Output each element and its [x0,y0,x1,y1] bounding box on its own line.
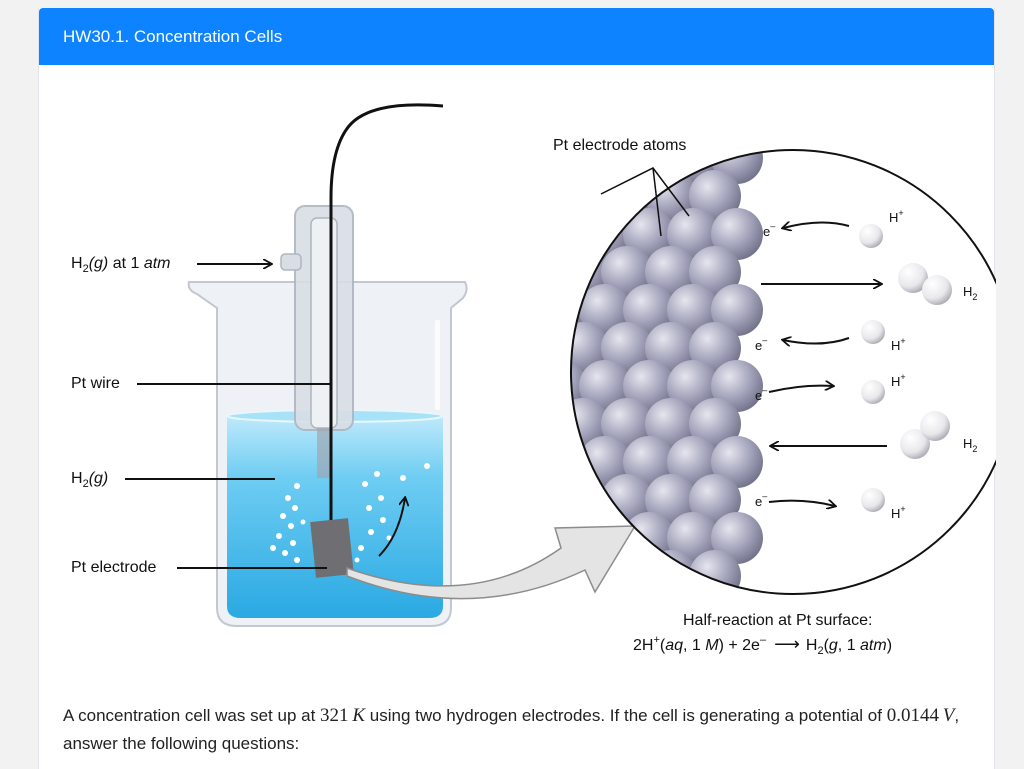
zoom-arrow [346,525,637,600]
svg-text:H2: H2 [963,284,977,302]
pt-atom [571,360,587,412]
pt-electrode-atoms-label: Pt electrode atoms [553,137,686,154]
potential-value: 0.0144 [886,705,939,726]
pt-atom [667,436,719,488]
pt-atom [601,322,653,374]
pt-atom [689,246,741,298]
h2-labels: H2 H2 [963,284,977,454]
svg-text:e–: e– [755,335,767,353]
h2g-label: H2(g) [71,470,108,490]
half-reaction-equation: 2H+(aq, 1 M) + 2e–⟶H2(g, 1 atm) [633,634,892,657]
pt-atom [689,550,741,594]
pt-electrode-label: Pt electrode [71,559,156,576]
pt-atom [579,360,631,412]
pt-atom [711,512,763,564]
pt-atom [689,322,741,374]
svg-text:e–: e– [755,385,767,403]
pt-atom [645,246,697,298]
question-title: HW30.1. Concentration Cells [63,27,283,46]
pt-atom [623,436,675,488]
pt-atom [689,170,741,222]
pt-atom [711,208,763,260]
pt-atom [667,284,719,336]
pt-electrode-plate [310,518,354,578]
pt-atom [667,360,719,412]
svg-text:H2: H2 [963,436,977,454]
pt-atom [623,208,675,260]
svg-text:H+: H+ [891,504,906,521]
pt-atom [579,284,631,336]
pt-atom [623,360,675,412]
pt-atom [667,208,719,260]
hydrogen-bubbles [270,463,430,563]
pt-atom [689,398,741,450]
pt-atom [645,398,697,450]
pt-atom [645,474,697,526]
pt-atom [571,208,587,260]
pt-atom [571,436,587,488]
half-reaction-title: Half-reaction at Pt surface: [683,612,872,629]
pt-atom [571,398,609,450]
temperature-value: 321 [320,705,349,726]
reaction-arrows [761,222,887,506]
pt-wire-label: Pt wire [71,375,120,392]
pt-atom [645,322,697,374]
pt-atom [623,284,675,336]
svg-text:e–: e– [763,221,775,239]
proton-ions [859,224,885,512]
pt-wire [329,103,444,528]
pt-atom [711,284,763,336]
proton-labels: H+ H+ H+ H+ [889,208,906,521]
h2-at-1atm-label: H2(g) at 1 atm [71,255,171,275]
potential-unit: V [942,705,955,726]
card-header: HW30.1. Concentration Cells [39,8,994,65]
question-text: A concentration cell was set up at 321 K… [63,705,960,753]
svg-text:e–: e– [755,491,767,509]
bubble-rise-arrow [378,498,405,557]
pt-atom [601,246,653,298]
pt-atom [601,398,653,450]
svg-text:H+: H+ [889,208,904,225]
concentration-cell-figure: H2(g) at 1 atm Pt wire H2(g) Pt electrod… [71,103,996,657]
h2-molecules [898,263,952,459]
question-card: HW30.1. Concentration Cells [38,8,996,769]
pt-atom [689,474,741,526]
pt-atom [571,322,609,374]
pt-atom [711,436,763,488]
svg-text:H+: H+ [891,372,906,389]
pt-atom [711,360,763,412]
temperature-unit: K [352,705,366,726]
electron-labels: e– e– e– e– [755,221,775,509]
svg-text:H+: H+ [891,336,906,353]
pt-atom [571,170,609,222]
pt-atom [667,512,719,564]
